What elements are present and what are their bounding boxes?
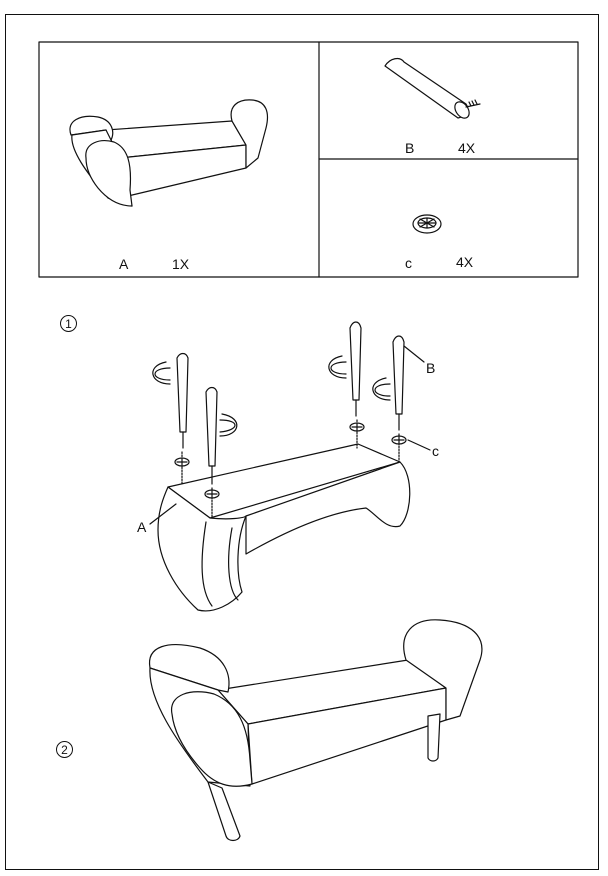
callout-c-label: c	[432, 443, 439, 459]
part-b-letter: B	[405, 140, 415, 156]
part-a-bench-illustration	[69, 99, 269, 207]
parts-table	[38, 41, 579, 278]
step-1-illustration	[149, 321, 431, 612]
part-a-quantity: 1X	[172, 256, 190, 272]
leg-back-right	[372, 335, 407, 465]
part-c-quantity: 4X	[456, 254, 474, 270]
part-b-quantity: 4X	[458, 140, 476, 156]
callout-b-label: B	[426, 360, 436, 376]
instruction-sheet	[5, 14, 599, 870]
part-c-letter: c	[405, 255, 412, 271]
step-2-number: 2	[56, 741, 73, 758]
callout-c-line	[407, 439, 431, 451]
callout-a-label: A	[137, 519, 147, 535]
part-c-glide-illustration	[412, 214, 442, 234]
leg-back-left	[328, 321, 365, 449]
part-a-letter: A	[119, 256, 129, 272]
callout-a-line	[149, 503, 177, 525]
step-1-number: 1	[60, 315, 77, 332]
leg-front-left	[152, 352, 190, 485]
callout-b-line	[403, 345, 425, 363]
step-2-illustration	[149, 619, 483, 842]
part-b-leg-illustration	[384, 57, 481, 119]
leg-front-right	[204, 386, 238, 519]
